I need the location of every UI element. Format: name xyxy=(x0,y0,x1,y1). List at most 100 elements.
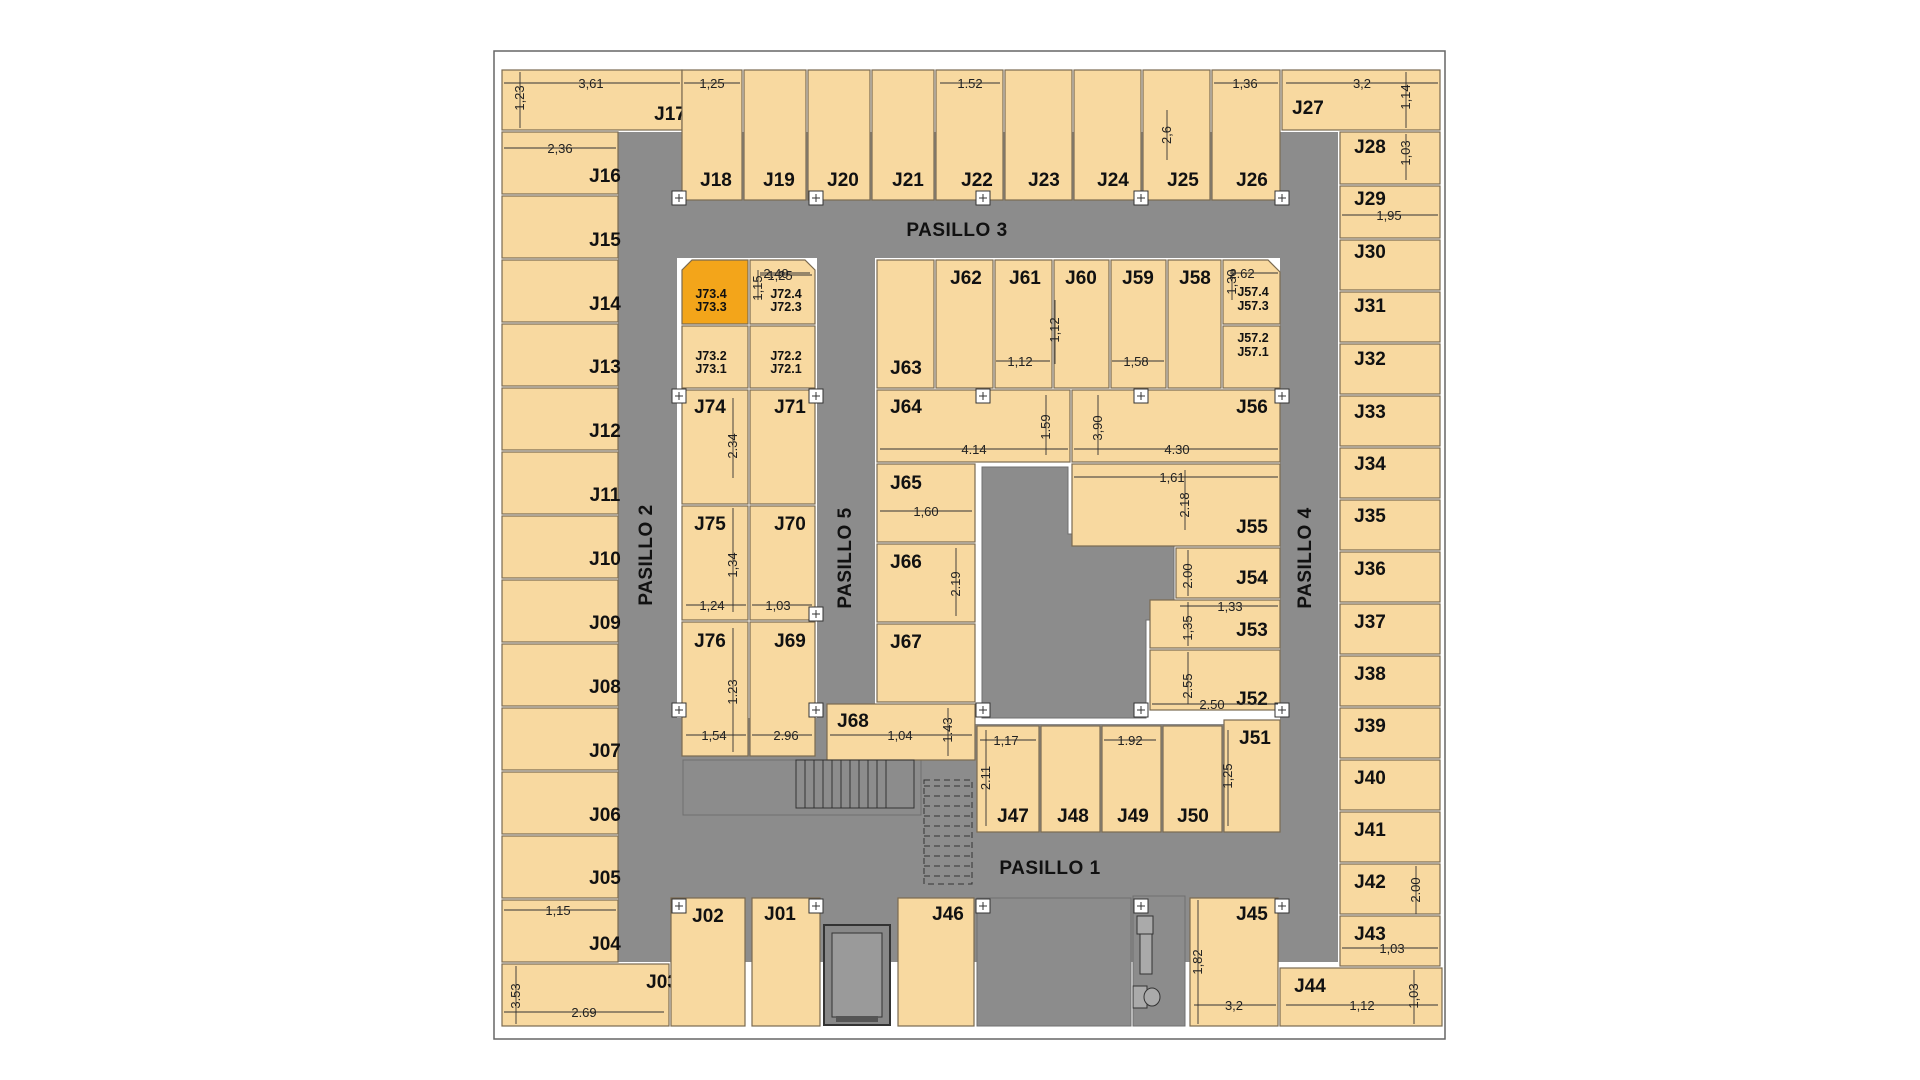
stall-j32[interactable]: J32 xyxy=(1339,343,1441,395)
stall-shape[interactable] xyxy=(1142,69,1211,201)
stall-j61[interactable]: J61 xyxy=(994,259,1053,389)
stall-j74[interactable]: J74 xyxy=(681,389,749,505)
stall-j38[interactable]: J38 xyxy=(1339,655,1441,707)
stall-shape[interactable] xyxy=(501,643,619,707)
stall-shape[interactable] xyxy=(681,69,743,201)
stall-shape[interactable] xyxy=(1339,655,1441,707)
stall-j72-4-3-block[interactable] xyxy=(749,259,816,325)
stall-j36[interactable]: J36 xyxy=(1339,551,1441,603)
stall-shape[interactable] xyxy=(681,621,749,757)
stall-j10[interactable]: J10 xyxy=(501,515,621,579)
stall-shape[interactable] xyxy=(749,621,816,757)
stall-j48[interactable]: J48 xyxy=(1040,725,1101,833)
stall-j60[interactable]: J60 xyxy=(1053,259,1110,389)
stall-j42[interactable]: J42 xyxy=(1339,863,1441,915)
stall-j75[interactable]: J75 xyxy=(681,505,749,621)
stall-j28[interactable]: J28 xyxy=(1339,131,1441,185)
stall-j59[interactable]: J59 xyxy=(1110,259,1167,389)
stall-shape[interactable] xyxy=(1211,69,1281,201)
stall-shape[interactable] xyxy=(1339,239,1441,291)
stall-j12[interactable]: J12 xyxy=(501,387,621,451)
stall-shape[interactable] xyxy=(1281,69,1441,131)
stall-j05[interactable]: J05 xyxy=(501,835,621,899)
stall-shape[interactable] xyxy=(1339,499,1441,551)
stall-j11[interactable]: J11 xyxy=(501,451,621,515)
stall-shape[interactable] xyxy=(976,725,1040,833)
stall-shape[interactable] xyxy=(1339,863,1441,915)
stall-j26[interactable]: J26 xyxy=(1211,69,1281,201)
stall-j14[interactable]: J14 xyxy=(501,259,621,323)
stall-shape[interactable] xyxy=(501,707,619,771)
stall-shape[interactable] xyxy=(876,623,976,703)
stall-j29[interactable]: J29 xyxy=(1339,185,1441,239)
stall-shape[interactable] xyxy=(743,69,807,201)
stall-shape[interactable] xyxy=(1101,725,1162,833)
stall-shape[interactable] xyxy=(501,579,619,643)
stall-j17[interactable]: J17 xyxy=(501,69,686,131)
stall-j66[interactable]: J66 xyxy=(876,543,976,623)
stall-j40[interactable]: J40 xyxy=(1339,759,1441,811)
stall-j08[interactable]: J08 xyxy=(501,643,621,707)
stall-shape[interactable] xyxy=(876,259,935,389)
stall-j27[interactable]: J27 xyxy=(1281,69,1441,131)
stall-j20[interactable]: J20 xyxy=(807,69,871,201)
stall-shape[interactable] xyxy=(826,703,976,761)
stall-j71[interactable]: J71 xyxy=(749,389,816,505)
stall-shape[interactable] xyxy=(1339,603,1441,655)
stall-j21[interactable]: J21 xyxy=(871,69,935,201)
stall-j64[interactable]: J64 xyxy=(876,389,1071,463)
stall-j62[interactable]: J62 xyxy=(935,259,994,389)
stall-j09[interactable]: J09 xyxy=(501,579,621,643)
stall-shape[interactable] xyxy=(1175,547,1281,599)
stall-j46[interactable]: J46 xyxy=(897,897,975,1027)
stall-j37[interactable]: J37 xyxy=(1339,603,1441,655)
stall-j56[interactable]: J56 xyxy=(1071,389,1281,463)
stall-shape[interactable] xyxy=(1073,69,1142,201)
stall-j67[interactable]: J67 xyxy=(876,623,976,703)
stall-j06[interactable]: J06 xyxy=(501,771,621,835)
stall-j19[interactable]: J19 xyxy=(743,69,807,201)
stall-shape[interactable] xyxy=(1339,915,1441,967)
stall-j63[interactable]: J63 xyxy=(876,259,935,389)
stall-shape[interactable] xyxy=(1279,967,1443,1027)
stall-shape[interactable] xyxy=(751,897,821,1027)
stall-j01[interactable]: J01 xyxy=(751,897,821,1027)
stall-shape[interactable] xyxy=(501,515,619,579)
stall-j65[interactable]: J65 xyxy=(876,463,976,543)
stall-j24[interactable]: J24 xyxy=(1073,69,1142,201)
stall-j16[interactable]: J16 xyxy=(501,131,621,195)
stall-shape[interactable] xyxy=(1110,259,1167,389)
stall-shape[interactable] xyxy=(1071,389,1281,463)
stall-j39[interactable]: J39 xyxy=(1339,707,1441,759)
stall-j33[interactable]: J33 xyxy=(1339,395,1441,447)
stall-j22[interactable]: J22 xyxy=(935,69,1004,201)
stall-j47[interactable]: J47 xyxy=(976,725,1040,833)
stall-j03[interactable]: J03 xyxy=(501,963,678,1027)
stall-shape[interactable] xyxy=(897,897,975,1027)
stall-shape[interactable] xyxy=(807,69,871,201)
stall-j76[interactable]: J76 xyxy=(681,621,749,757)
stall-j44[interactable]: J44 xyxy=(1279,967,1443,1027)
stall-shape[interactable] xyxy=(1339,343,1441,395)
stall-j57-2-1-block[interactable] xyxy=(1222,325,1281,389)
stall-j54[interactable]: J54 xyxy=(1175,547,1281,599)
stall-j49[interactable]: J49 xyxy=(1101,725,1162,833)
stall-j18[interactable]: J18 xyxy=(681,69,743,201)
stall-shape[interactable] xyxy=(501,69,683,131)
stall-shape[interactable] xyxy=(749,505,816,621)
stall-j35[interactable]: J35 xyxy=(1339,499,1441,551)
stall-shape[interactable] xyxy=(749,389,816,505)
stall-shape[interactable] xyxy=(501,451,619,515)
stall-j30[interactable]: J30 xyxy=(1339,239,1441,291)
stall-j34[interactable]: J34 xyxy=(1339,447,1441,499)
stall-shape[interactable] xyxy=(994,259,1053,389)
stall-shape[interactable] xyxy=(1339,551,1441,603)
stall-j69[interactable]: J69 xyxy=(749,621,816,757)
stall-shape[interactable] xyxy=(1339,185,1441,239)
stall-shape[interactable] xyxy=(1004,69,1073,201)
stall-j52[interactable]: J52 xyxy=(1149,649,1281,711)
stall-shape[interactable] xyxy=(876,389,1071,463)
stall-j53[interactable]: J53 xyxy=(1149,599,1281,649)
stall-shape[interactable] xyxy=(935,69,1004,201)
stall-shape[interactable] xyxy=(501,259,619,323)
